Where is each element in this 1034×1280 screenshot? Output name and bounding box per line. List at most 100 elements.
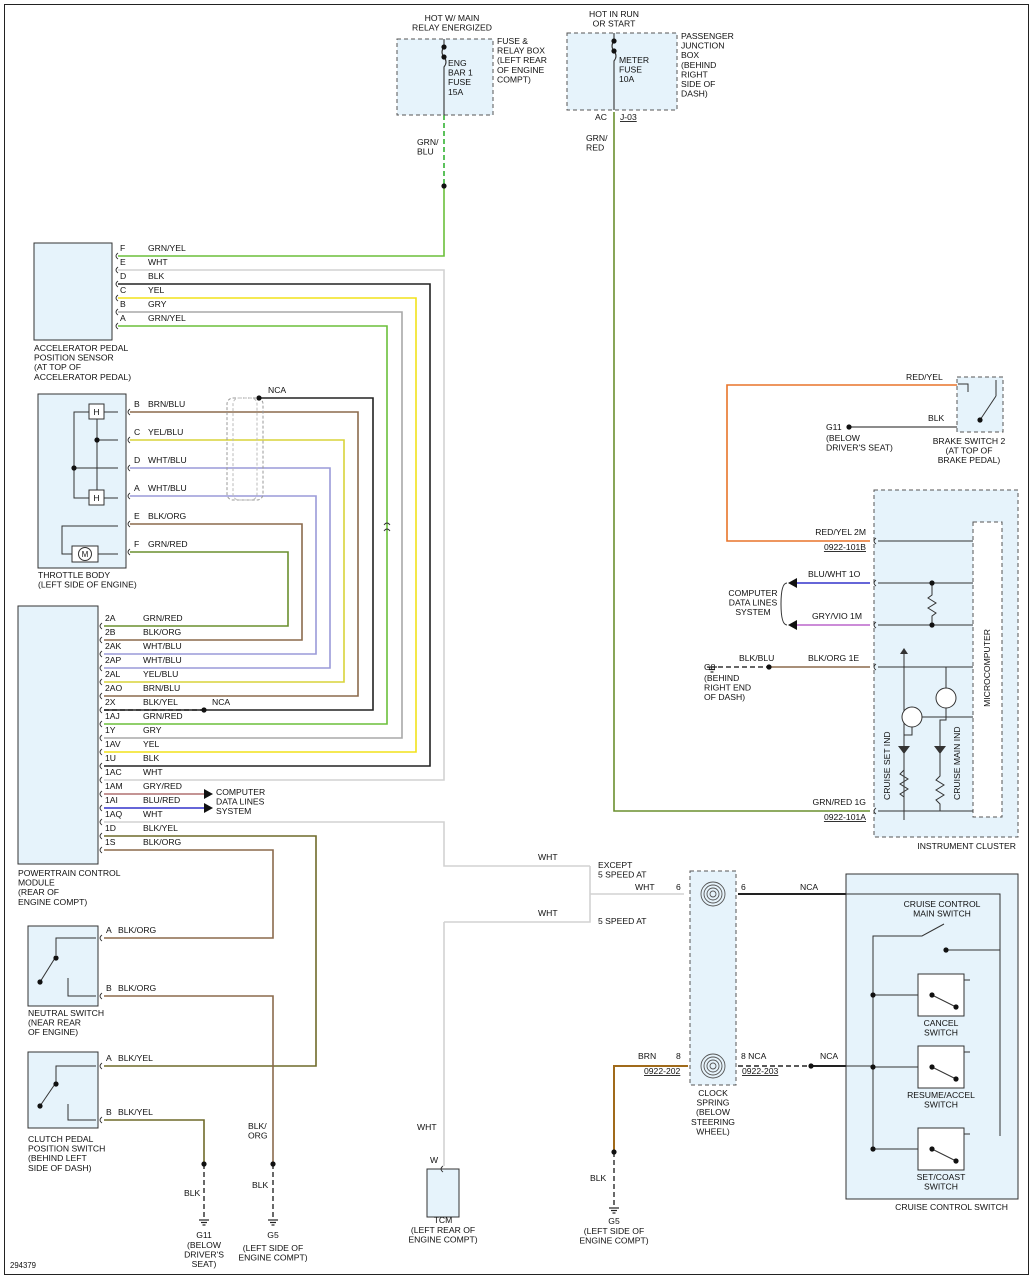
eng-bar1-fuse — [441, 54, 447, 60]
app-sensor-caption: ACCELERATOR PEDAL) — [34, 372, 131, 382]
nca-shield: NCA — [268, 385, 286, 395]
brake-switch-caption: BRAKE SWITCH 2 — [933, 436, 1006, 446]
pcm-pin-label: 1AI — [105, 795, 118, 805]
splice-dot — [870, 1064, 876, 1070]
pcm-pin-1AC — [99, 776, 103, 784]
app-pin-label: A — [120, 313, 126, 323]
cs-nca-bot: NCA — [820, 1051, 838, 1061]
app-wire-label: WHT — [148, 257, 168, 267]
splice-dot — [53, 955, 59, 961]
cs-nca-top: NCA — [800, 882, 818, 892]
splice-dot — [808, 1063, 814, 1069]
cruise-main-ind-label: CRUISE MAIN IND — [952, 726, 962, 800]
cluster-pin-1e — [873, 663, 877, 671]
clock-spring-coil-top — [703, 884, 723, 904]
app-sensor-caption: ACCELERATOR PEDAL — [34, 343, 128, 353]
clock-spring-caption: STEERING — [691, 1117, 735, 1127]
meter-fuse-location: SIDE OF — [681, 79, 715, 89]
neutral-contact — [55, 937, 96, 955]
pcm-pin-label: 2A — [105, 613, 116, 623]
splice-dot — [929, 992, 935, 998]
cs-pin-8-left: 8 — [676, 1051, 681, 1061]
splice-dot — [929, 622, 935, 628]
eng-fuse-location: COMPT) — [497, 74, 531, 84]
g8-name: G8 — [704, 662, 716, 672]
cancel-switch-label: CANCEL — [924, 1018, 959, 1028]
main-switch-contact — [872, 923, 945, 1148]
splice-dot — [846, 424, 852, 430]
throttle-wire-label: WHT/BLU — [148, 455, 187, 465]
splice-dot — [977, 417, 983, 423]
wire-wht-blu-a — [104, 495, 317, 655]
wht-lower-label: WHT — [538, 908, 558, 918]
eng-fuse-location: RELAY BOX — [497, 46, 545, 56]
meter-fuse-location: BOX — [681, 50, 699, 60]
splice-dot — [37, 979, 43, 985]
g5-wire-label: BLK — [252, 1180, 269, 1190]
throttle-pin-E — [127, 520, 131, 528]
g5-location: (LEFT SIDE OF — [243, 1243, 303, 1253]
throttle-pin-F — [127, 548, 131, 556]
throttle-pin-A — [127, 492, 131, 500]
neutral-contact — [67, 978, 96, 997]
resume-switch-label: RESUME/ACCEL — [907, 1090, 975, 1100]
throttle-wire-label: YEL/BLU — [148, 427, 183, 437]
cancel-switch-box — [917, 973, 965, 1017]
clock-spring-coil-top — [709, 890, 717, 898]
diagram-border — [4, 4, 1029, 1275]
eng-bar1-fuse — [441, 44, 447, 50]
except-label: EXCEPT — [598, 860, 633, 870]
throttle-body — [37, 393, 127, 569]
cancel-switch-blade — [931, 994, 957, 1008]
g5r-wire-label: BLK — [590, 1173, 607, 1183]
fuse-meter-header: HOT IN RUN — [589, 9, 639, 19]
g5-location: ENGINE COMPT) — [238, 1253, 307, 1263]
cruise-switch-caption: CRUISE CONTROL SWITCH — [895, 1202, 1008, 1212]
splice-dot — [201, 1161, 207, 1167]
pcm-pin-2A — [99, 622, 103, 630]
g8-location: (BEHIND — [704, 673, 739, 683]
wire-crossover — [383, 522, 391, 532]
neutral-blade — [39, 957, 56, 983]
brake-wire-red-yel: RED/YEL — [906, 372, 943, 382]
pcm-pin-label: 1AJ — [105, 711, 120, 721]
splice-dot — [37, 1103, 43, 1109]
pcm-pin-1S — [99, 846, 103, 854]
throttle-motor-icon — [78, 547, 92, 561]
pcm-pin-1AJ — [99, 720, 103, 728]
main-switch-label: CRUISE CONTROL — [904, 899, 981, 909]
wire-grn-red-f — [104, 551, 289, 627]
wire-yel-blu — [104, 439, 345, 683]
g5r-location: (LEFT SIDE OF — [584, 1226, 644, 1236]
eng-fuse-label: BAR 1 — [448, 68, 473, 78]
cluster-data-lines: DATA LINES — [729, 598, 778, 608]
pcm-caption: MODULE — [18, 878, 55, 888]
pcm-pin-2AO — [99, 692, 103, 700]
data-brace — [780, 582, 788, 626]
splice-dot — [94, 437, 100, 443]
cruise-bus — [846, 893, 1001, 950]
cluster-data-lines: SYSTEM — [735, 607, 770, 617]
conn-101a: 0922-101A — [824, 812, 866, 822]
tcm-pin-label: W — [430, 1155, 439, 1165]
neutral-caption: OF ENGINE) — [28, 1027, 78, 1037]
app-pin-A — [115, 322, 119, 330]
arrow-cluster-data — [788, 578, 797, 630]
meter-fuse-location: DASH) — [681, 89, 708, 99]
g5-wire-top: ORG — [248, 1131, 268, 1141]
pcm-pin-label: 2AP — [105, 655, 122, 665]
set-ind-transistor — [901, 706, 923, 728]
wire-brn — [613, 1065, 688, 1150]
g5-name: G5 — [267, 1230, 279, 1240]
throttle-h-label: H — [93, 493, 99, 503]
pcm-pin-1AI — [99, 804, 103, 812]
app-pin-label: D — [120, 271, 126, 281]
clutch-caption: (BEHIND LEFT — [28, 1153, 87, 1163]
g11-location: SEAT) — [192, 1259, 217, 1269]
app-wire-label: GRN/YEL — [148, 313, 186, 323]
wht-upper-label: WHT — [538, 852, 558, 862]
clutch-caption: SIDE OF DASH) — [28, 1163, 92, 1173]
wire-grn-yel-1aj — [104, 325, 388, 725]
main-switch-label: MAIN SWITCH — [913, 909, 971, 919]
